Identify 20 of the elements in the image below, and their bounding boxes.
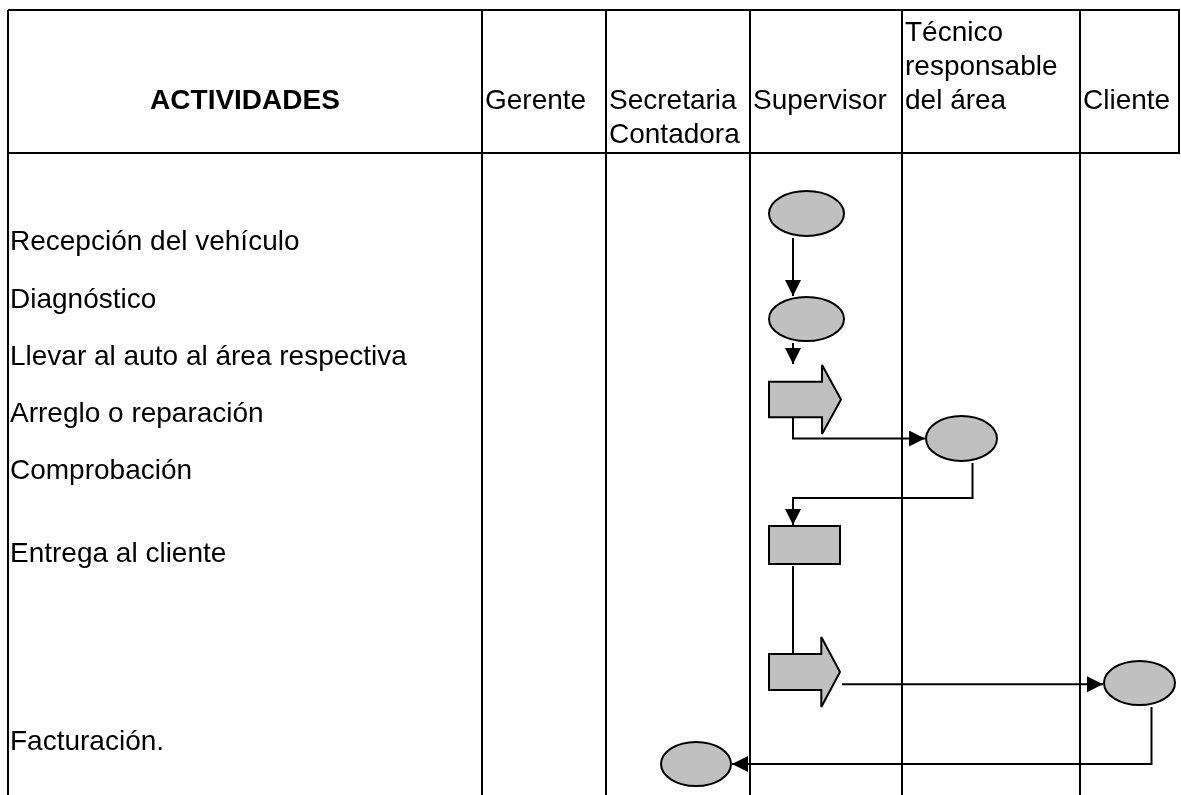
connector-line [792, 565, 794, 655]
connector-arrow [785, 342, 801, 365]
column-header: Secretaria Contadora [609, 83, 741, 151]
connector-arrow [785, 237, 801, 297]
connector-arrow [731, 706, 1153, 772]
activity-label: Llevar al auto al área respectiva [10, 339, 407, 373]
column-header: Cliente [1083, 83, 1172, 117]
column-header: Gerente [485, 83, 588, 117]
activity-label: Comprobación [10, 453, 193, 487]
activity-label: Entrega al cliente [10, 536, 227, 570]
activity-label: Recepción del vehículo [10, 224, 300, 258]
activity-label: Facturación. [10, 724, 165, 758]
connector-arrow [792, 416, 926, 447]
column-header: ACTIVIDADES [149, 83, 341, 117]
column-header: Supervisor [753, 83, 888, 117]
activity-label: Diagnóstico [10, 282, 157, 316]
activity-label: Arreglo o reparación [10, 396, 264, 430]
column-header: Técnico responsable del área [905, 15, 1059, 117]
connector-arrow [841, 676, 1104, 693]
connector-arrow [785, 462, 974, 526]
